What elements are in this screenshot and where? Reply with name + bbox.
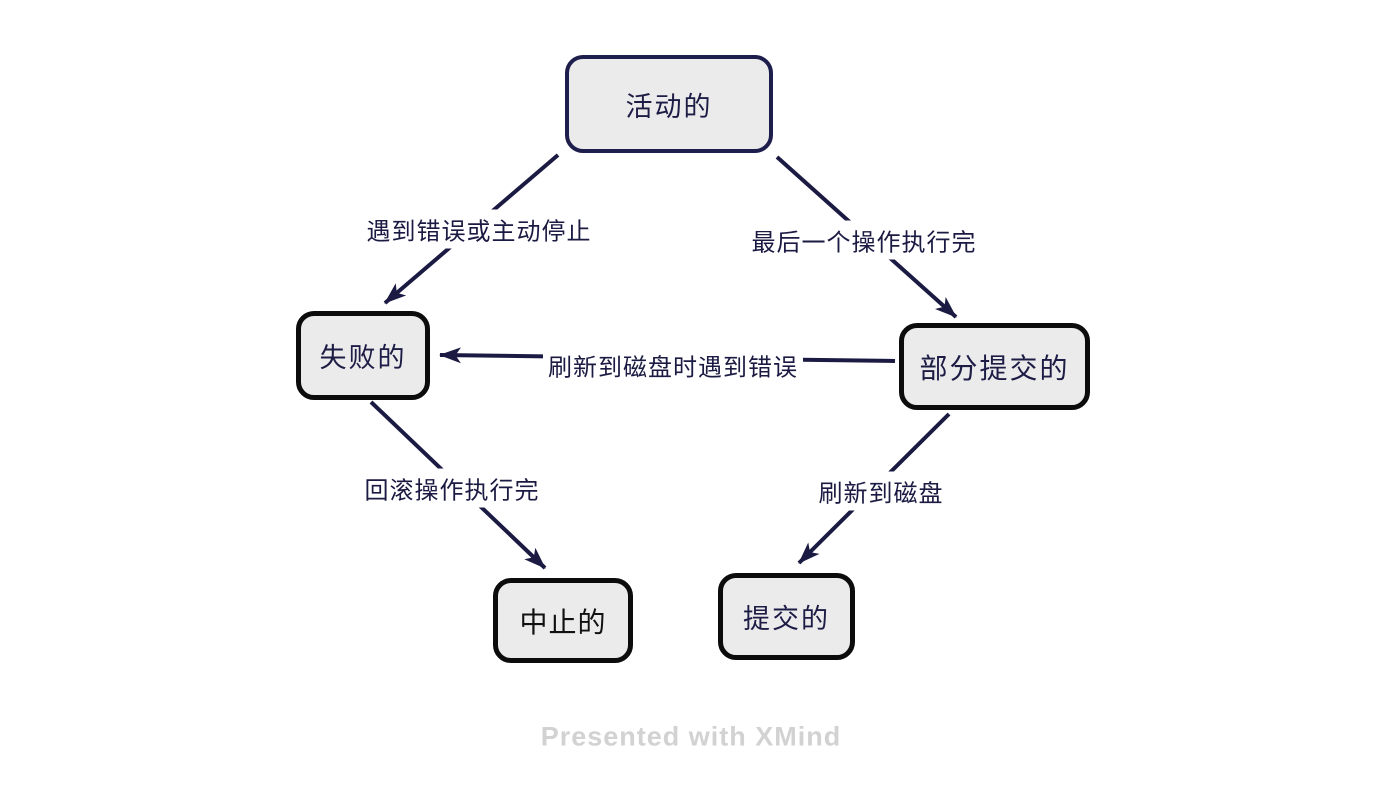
node-partially-committed-state[interactable]: 部分提交的 <box>899 323 1090 410</box>
edge-label-active-to-partially-committed: 最后一个操作执行完 <box>746 220 982 260</box>
edge-label-active-to-failed: 遇到错误或主动停止 <box>361 209 597 249</box>
xmind-watermark: Presented with XMind <box>540 721 842 752</box>
node-committed-label: 提交的 <box>743 604 830 634</box>
node-partially-committed-label: 部分提交的 <box>919 353 1070 385</box>
node-aborted-state[interactable]: 中止的 <box>493 578 633 663</box>
node-aborted-label: 中止的 <box>519 606 607 638</box>
node-committed-state[interactable]: 提交的 <box>718 573 855 660</box>
node-failed-label: 失败的 <box>319 343 407 373</box>
edge-label-partially-committed-to-committed: 刷新到磁盘 <box>813 471 949 511</box>
edge-label-partially-committed-to-failed: 刷新到磁盘时遇到错误 <box>543 345 803 385</box>
edge-label-failed-to-aborted: 回滚操作执行完 <box>359 468 545 508</box>
node-failed-state[interactable]: 失败的 <box>296 311 430 400</box>
node-active-label: 活动的 <box>625 91 713 122</box>
node-active-state[interactable]: 活动的 <box>565 55 773 153</box>
